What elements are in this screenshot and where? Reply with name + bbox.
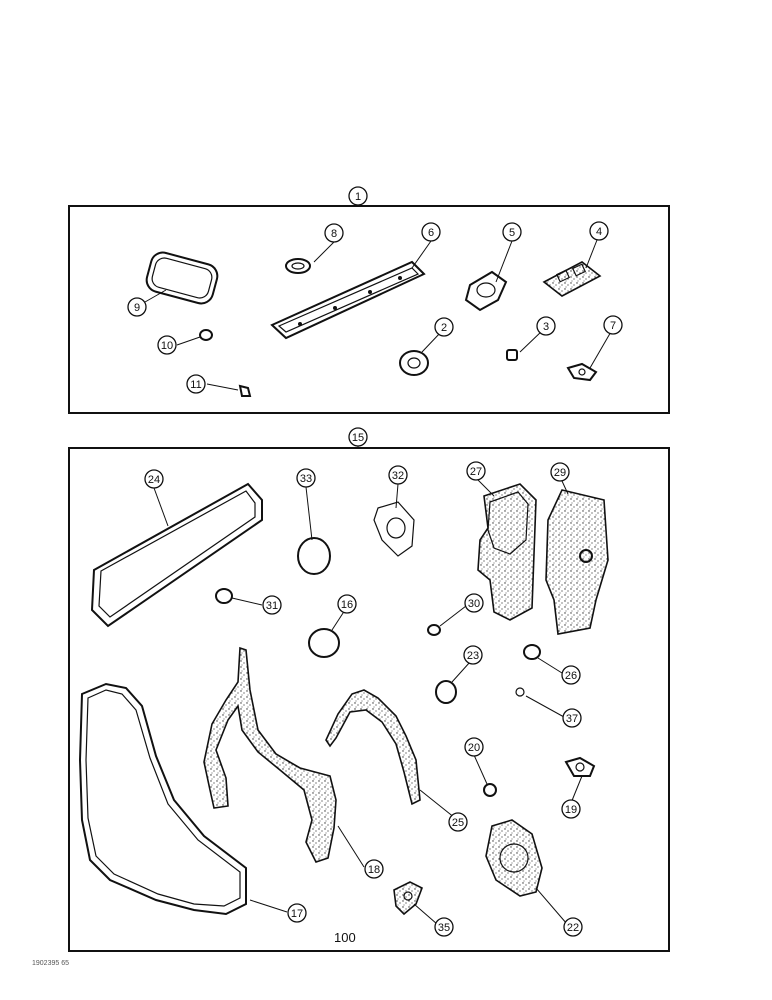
callout-25: 25 [448,812,468,832]
upper-kit-frame [68,205,670,414]
image-reference: 1902395 65 [32,960,69,967]
callout-15: 15 [348,427,368,447]
callout-8: 8 [324,223,344,243]
part-22-flange-gasket [485,819,543,897]
part-35-gasket [393,881,424,916]
svg-text:11: 11 [190,379,201,391]
part-27-housing-gasket [477,483,537,621]
svg-text:19: 19 [565,804,577,816]
callout-22: 22 [563,917,583,937]
callout-18: 18 [364,859,384,879]
part-33-o-ring [297,537,331,575]
callout-24: 24 [144,469,164,489]
callout-29: 29 [550,462,570,482]
callout-1: 1 [348,186,368,206]
svg-text:9: 9 [134,302,140,314]
callout-33: 33 [296,468,316,488]
lower-kit-frame [68,447,670,952]
part-30-ring [427,624,441,636]
part-23-o-ring [435,680,457,704]
part-11-clip [238,384,252,397]
part-7-gasket [566,362,598,382]
part-32-flange-gasket [373,501,415,557]
svg-text:10: 10 [161,340,173,352]
svg-text:33: 33 [300,473,312,485]
part-37-ring [515,687,525,697]
svg-text:5: 5 [509,227,515,239]
leader-lines [144,239,613,925]
svg-text:32: 32 [392,470,404,482]
callout-16: 16 [337,594,357,614]
svg-text:1: 1 [355,191,361,203]
callout-11: 11 [186,374,206,394]
svg-text:8: 8 [331,228,337,240]
svg-text:24: 24 [148,474,160,486]
callout-5: 5 [502,222,522,242]
part-19-flange-gasket [564,756,596,777]
part-31-o-ring [215,588,233,604]
callout-20: 20 [464,737,484,757]
part-18-timing-gasket [203,646,337,863]
part-10-ring [199,329,213,341]
svg-text:6: 6 [428,227,434,239]
part-16-o-ring [308,628,340,658]
part-8-ring [285,258,311,274]
svg-text:29: 29 [554,467,566,479]
svg-text:16: 16 [341,599,353,611]
part-6-valve-cover-gasket [270,260,426,340]
part-20-ring [483,783,497,797]
part-2-oil-seal [399,350,429,376]
svg-text:7: 7 [610,320,616,332]
callout-32: 32 [388,465,408,485]
callout-7: 7 [603,315,623,335]
callout-35: 35 [434,917,454,937]
callout-27: 27 [466,461,486,481]
callout-9: 9 [127,297,147,317]
svg-text:18: 18 [368,864,380,876]
callout-37: 37 [562,708,582,728]
svg-text:15: 15 [352,432,364,444]
part-9-square-seal [145,251,219,305]
part-17-front-cover-gasket [78,682,247,916]
callout-3: 3 [536,316,556,336]
svg-text:31: 31 [266,600,278,612]
svg-text:35: 35 [438,922,450,934]
callout-19: 19 [561,799,581,819]
callout-2: 2 [434,317,454,337]
svg-text:17: 17 [291,908,303,920]
part-29-plate-gasket [545,489,609,635]
part-5-flange-gasket [464,270,508,312]
callout-31: 31 [262,595,282,615]
callout-4: 4 [589,221,609,241]
part-3-plug [506,349,518,361]
part-26-o-ring [523,644,541,660]
svg-text:26: 26 [565,670,577,682]
svg-text:37: 37 [566,713,578,725]
svg-text:27: 27 [470,466,482,478]
part-24-oil-pan-gasket [90,482,263,628]
callout-26: 26 [561,665,581,685]
page-number: 100 [334,930,356,945]
svg-text:4: 4 [596,226,602,238]
part-25-rear-seal-gasket [325,689,421,806]
svg-text:23: 23 [467,650,479,662]
svg-text:30: 30 [468,598,480,610]
part-4-manifold-gasket [542,261,602,297]
callout-23: 23 [463,645,483,665]
callout-10: 10 [157,335,177,355]
svg-text:22: 22 [567,922,579,934]
callout-17: 17 [287,903,307,923]
svg-text:25: 25 [452,817,464,829]
callout-30: 30 [464,593,484,613]
callout-6: 6 [421,222,441,242]
svg-text:3: 3 [543,321,549,333]
svg-text:20: 20 [468,742,480,754]
svg-text:2: 2 [441,322,447,334]
